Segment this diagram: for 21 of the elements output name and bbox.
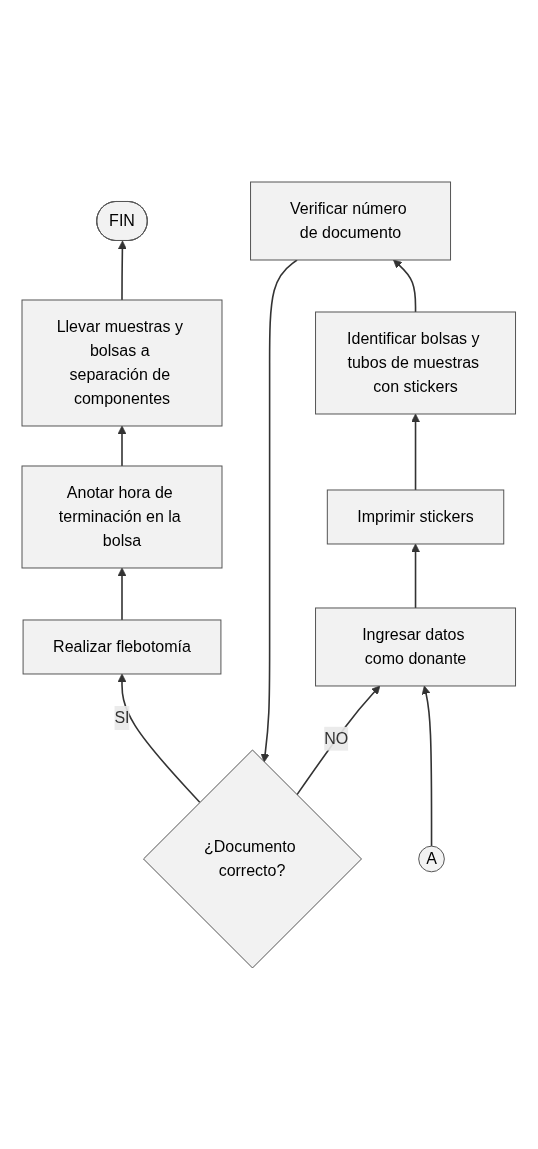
arrow [117, 425, 127, 467]
node-box: Imprimir stickers [327, 489, 505, 544]
arrow [422, 685, 433, 847]
node-box: Identificar bolsas y tubos de muestras con stickers [315, 311, 517, 414]
arrow [117, 673, 201, 803]
arrow [411, 543, 421, 609]
arrow [296, 685, 381, 796]
edge-label: NO [324, 729, 349, 747]
node-box: Verificar número de documento [250, 181, 452, 260]
arrow [117, 567, 127, 621]
node-box: Llevar muestras y bolsas a separación de componentes [21, 299, 223, 426]
arrow [393, 259, 417, 313]
arrow [118, 240, 128, 301]
edge-label: SI [114, 708, 130, 726]
node-box: Anotar hora de terminación en la bolsa [21, 465, 223, 568]
arrow [260, 258, 299, 762]
node-diamond: ¿Documento correcto? [143, 749, 363, 968]
arrow [411, 413, 421, 491]
node-box: Ingresar datos como donante [315, 607, 517, 686]
node-circle: A [418, 845, 446, 872]
node-box: Realizar flebotomía [22, 619, 222, 674]
